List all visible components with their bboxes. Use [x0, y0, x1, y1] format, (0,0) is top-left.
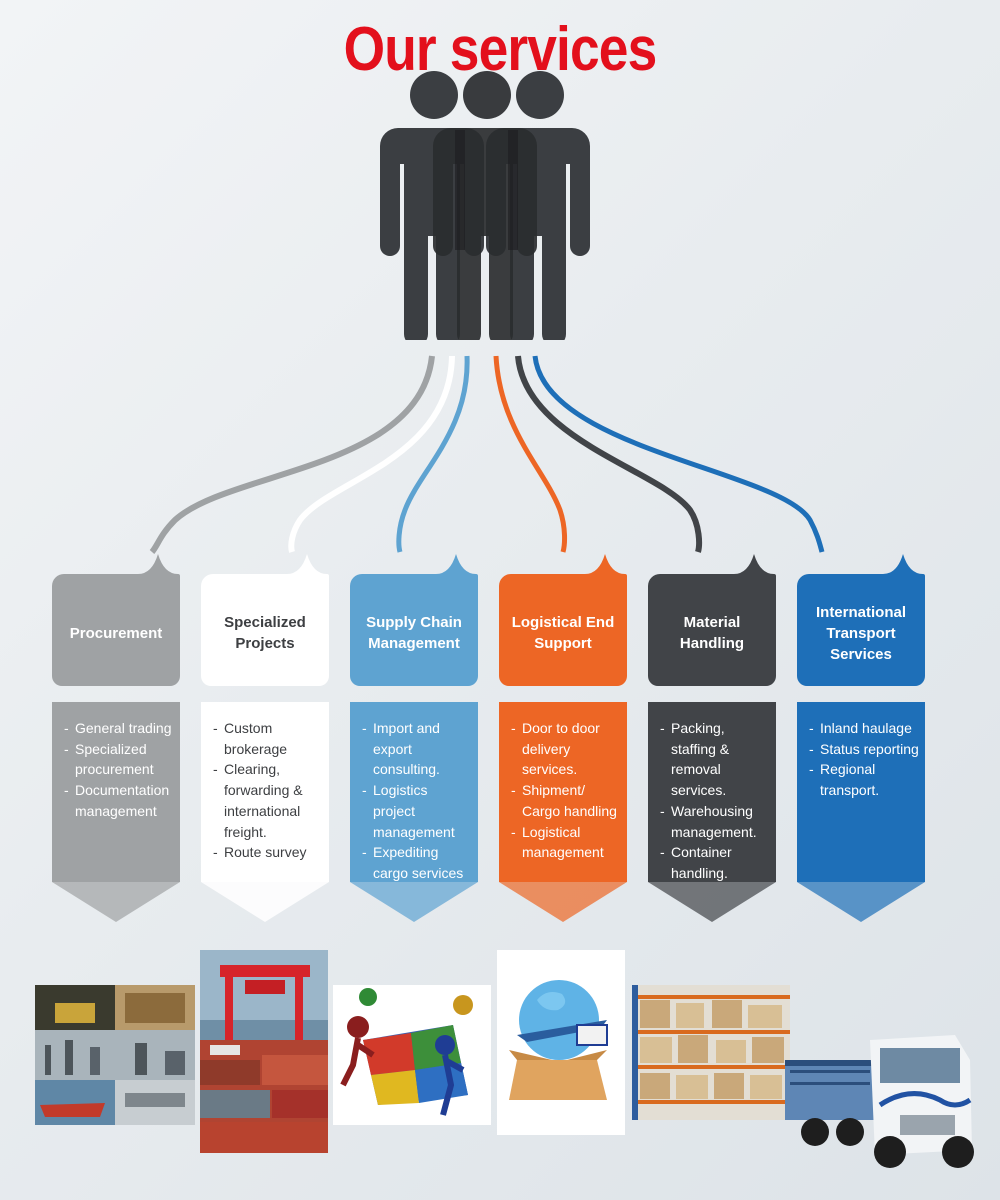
page-title: Our services — [343, 15, 658, 84]
wire-procurement — [149, 355, 435, 554]
warehouse-shelves-photo — [632, 985, 790, 1120]
service-item: Status reporting — [809, 739, 919, 760]
down-arrow-icon — [648, 882, 776, 922]
service-details: Packing, staffing & removal services.War… — [648, 702, 776, 882]
service-tab: International Transport Services — [797, 548, 925, 686]
service-item: Regional transport. — [809, 759, 919, 800]
service-column: Logistical End SupportDoor to door deliv… — [499, 548, 627, 928]
puzzle-team-illustration — [333, 985, 491, 1125]
service-item: Inland haulage — [809, 718, 919, 739]
service-item-list: Inland haulageStatus reportingRegional t… — [809, 718, 919, 801]
service-column: Material HandlingPacking, staffing & rem… — [648, 548, 776, 928]
service-item-list: Custom brokerageClearing, forwarding & i… — [213, 718, 323, 863]
service-item: Warehousing management. — [660, 801, 770, 842]
globe-transport-box-illustration — [497, 950, 625, 1135]
procurement-photo-collage — [35, 985, 195, 1125]
down-arrow-icon — [350, 882, 478, 922]
service-details: Custom brokerageClearing, forwarding & i… — [201, 702, 329, 882]
service-tab: Logistical End Support — [499, 548, 627, 686]
service-item: Expediting cargo services — [362, 842, 472, 882]
service-tab: Material Handling — [648, 548, 776, 686]
wire-material — [515, 355, 702, 553]
service-tab: Specialized Projects — [201, 548, 329, 686]
down-arrow-icon — [201, 882, 329, 922]
group-of-people-icon — [380, 71, 590, 340]
service-item: Clearing, forwarding & international fre… — [213, 759, 323, 842]
service-column: ProcurementGeneral tradingSpecialized pr… — [52, 548, 180, 928]
wire-specialized — [288, 355, 455, 553]
service-item: Shipment/ Cargo handling — [511, 780, 621, 821]
service-title: Supply Chain Management — [366, 614, 462, 652]
service-column: Specialized ProjectsCustom brokerageClea… — [201, 548, 329, 928]
service-details: Door to door delivery services.Shipment/… — [499, 702, 627, 882]
service-item: Logistical management — [511, 822, 621, 863]
service-title: International Transport Services — [815, 603, 906, 663]
service-item: Packing, staffing & removal services. — [660, 718, 770, 801]
service-item: Door to door delivery services. — [511, 718, 621, 780]
down-arrow-icon — [797, 882, 925, 922]
connector-lines — [149, 355, 825, 554]
service-item: Documentation management — [64, 780, 174, 821]
container-port-crane-photo — [200, 950, 328, 1153]
service-title: Procurement — [69, 624, 163, 642]
service-item: Route survey — [213, 842, 323, 863]
wire-supply-chain — [396, 355, 470, 553]
service-item-list: Import and export consulting.Logistics p… — [362, 718, 472, 882]
service-item-list: Door to door delivery services.Shipment/… — [511, 718, 621, 863]
dtl-truck-photo — [780, 1020, 980, 1175]
service-details: Import and export consulting.Logistics p… — [350, 702, 478, 882]
service-item: General trading — [64, 718, 174, 739]
down-arrow-icon — [52, 882, 180, 922]
service-item-list: Packing, staffing & removal services.War… — [660, 718, 770, 882]
service-item: Specialized procurement — [64, 739, 174, 780]
service-title: Logistical End Support — [511, 614, 615, 652]
service-item: Logistics project management — [362, 780, 472, 842]
service-title: Material Handling — [679, 614, 745, 652]
service-item-list: General tradingSpecialized procurementDo… — [64, 718, 174, 822]
wire-international — [532, 355, 825, 553]
service-details: Inland haulageStatus reportingRegional t… — [797, 702, 925, 882]
wire-logistical — [493, 355, 568, 553]
service-item: Custom brokerage — [213, 718, 323, 759]
service-title: Specialized Projects — [224, 614, 306, 652]
service-column: Supply Chain ManagementImport and export… — [350, 548, 478, 928]
service-column: International Transport ServicesInland h… — [797, 548, 925, 928]
service-item: Import and export consulting. — [362, 718, 472, 780]
service-tab: Procurement — [52, 548, 180, 686]
service-tab: Supply Chain Management — [350, 548, 478, 686]
service-item: Container handling. — [660, 842, 770, 882]
service-details: General tradingSpecialized procurementDo… — [52, 702, 180, 882]
down-arrow-icon — [499, 882, 627, 922]
